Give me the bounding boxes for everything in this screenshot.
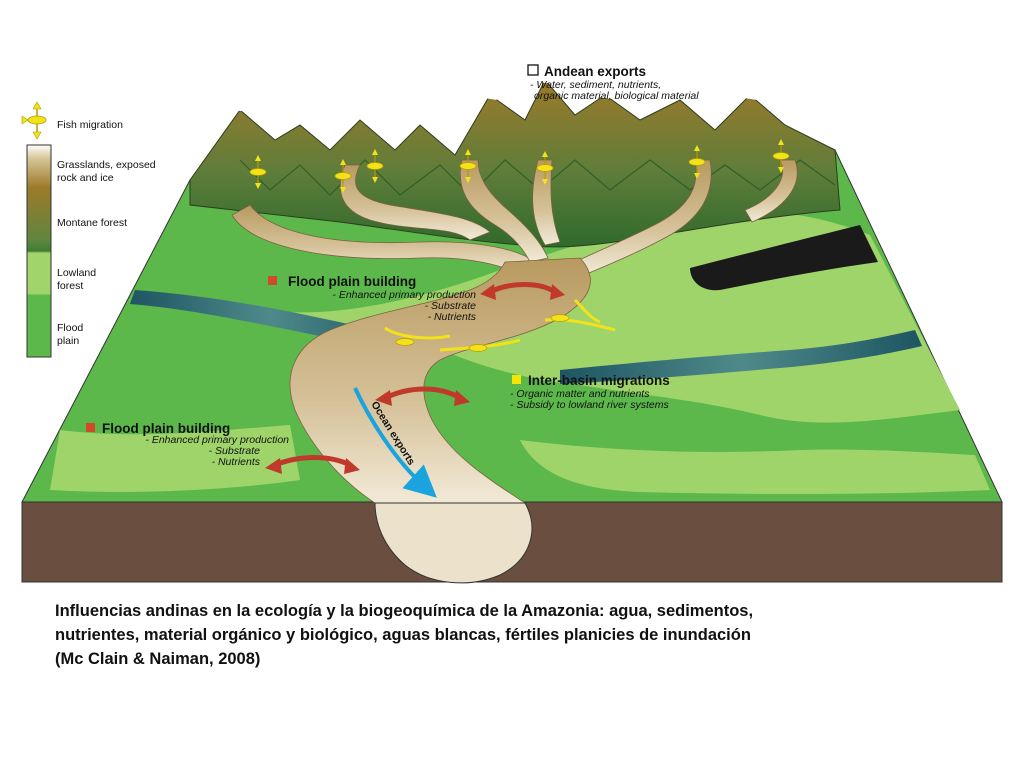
flood-plain-lower-annotation: Flood plain building - Enhanced primary … — [86, 421, 289, 468]
flood-plain-lower-marker — [86, 423, 95, 432]
inter-basin-annotation: Inter-basin migrations - Organic matter … — [510, 373, 670, 411]
legend-flood-plain-line2: plain — [57, 335, 79, 347]
caption-line2: nutrientes, material orgánico y biológic… — [55, 626, 751, 644]
figure-caption: Influencias andinas en la ecología y la … — [55, 599, 935, 671]
legend-color-bar — [26, 144, 52, 358]
caption-line1: Influencias andinas en la ecología y la … — [55, 602, 754, 620]
fish-migration-legend-icon — [21, 101, 47, 140]
black-water-river — [690, 225, 878, 291]
flood-plain-lower-line2: - Substrate — [209, 445, 261, 457]
amazon-andes-diagram: Fish migration Grasslands, exposed rock … — [21, 64, 1003, 584]
inter-basin-line2: - Subsidy to lowland river systems — [510, 399, 669, 411]
flood-plain-upper-title: Flood plain building — [288, 274, 416, 289]
legend-flood-plain-line1: Flood — [57, 322, 83, 334]
landscape-block: Ocean exports — [21, 70, 1003, 584]
flood-plain-upper-line1: - Enhanced primary production — [332, 289, 476, 301]
fish-icon — [395, 338, 415, 346]
fish-migration-markers — [249, 139, 790, 352]
fish-icon — [459, 149, 477, 183]
lowland-forest-left — [50, 425, 300, 492]
andean-exports-marker — [527, 64, 539, 76]
inter-basin-marker — [512, 375, 521, 384]
legend-grasslands-line2: rock and ice — [57, 172, 114, 184]
legend-fish-migration: Fish migration — [57, 119, 123, 131]
andean-exports-line1: - Water, sediment, nutrients, — [530, 79, 661, 91]
fish-icon — [536, 151, 554, 185]
legend-grasslands-line1: Grasslands, exposed — [57, 159, 156, 171]
flood-plain-upper-line3: - Nutrients — [428, 311, 477, 323]
fish-icon — [550, 314, 570, 322]
legend: Fish migration Grasslands, exposed rock … — [21, 101, 156, 358]
fish-icon — [334, 159, 352, 193]
flood-plain-lower-line1: - Enhanced primary production — [145, 434, 289, 446]
andean-exports-line2: organic material, biological material — [534, 90, 699, 102]
fish-icon — [366, 149, 384, 183]
clear-water-river-right — [560, 330, 922, 384]
legend-montane-forest: Montane forest — [57, 217, 127, 229]
flood-plain-upper-annotation: Flood plain building - Enhanced primary … — [268, 274, 477, 323]
flood-plain-upper-line2: - Substrate — [425, 300, 477, 312]
fish-icon — [772, 139, 790, 173]
fish-icon — [468, 344, 488, 352]
fish-icon — [688, 145, 706, 179]
andean-exports-annotation: Andean exports - Water, sediment, nutrie… — [527, 64, 699, 102]
inter-basin-title: Inter-basin migrations — [528, 373, 670, 388]
flood-plain-lower-line3: - Nutrients — [212, 456, 261, 468]
legend-lowland-forest-line2: forest — [57, 280, 83, 292]
fish-icon — [249, 155, 267, 189]
andean-exports-title: Andean exports — [544, 64, 646, 79]
legend-lowland-forest-line1: Lowland — [57, 267, 96, 279]
inter-basin-line1: - Organic matter and nutrients — [510, 388, 650, 400]
flood-plain-lower-title: Flood plain building — [102, 421, 230, 436]
lowland-forest-right — [520, 440, 990, 495]
flood-plain-upper-marker — [268, 276, 277, 285]
white-water-river-system — [231, 159, 798, 584]
caption-line3: (Mc Clain & Naiman, 2008) — [55, 650, 261, 668]
exchange-arrows — [265, 282, 565, 474]
ocean-export-arrow — [353, 387, 437, 498]
